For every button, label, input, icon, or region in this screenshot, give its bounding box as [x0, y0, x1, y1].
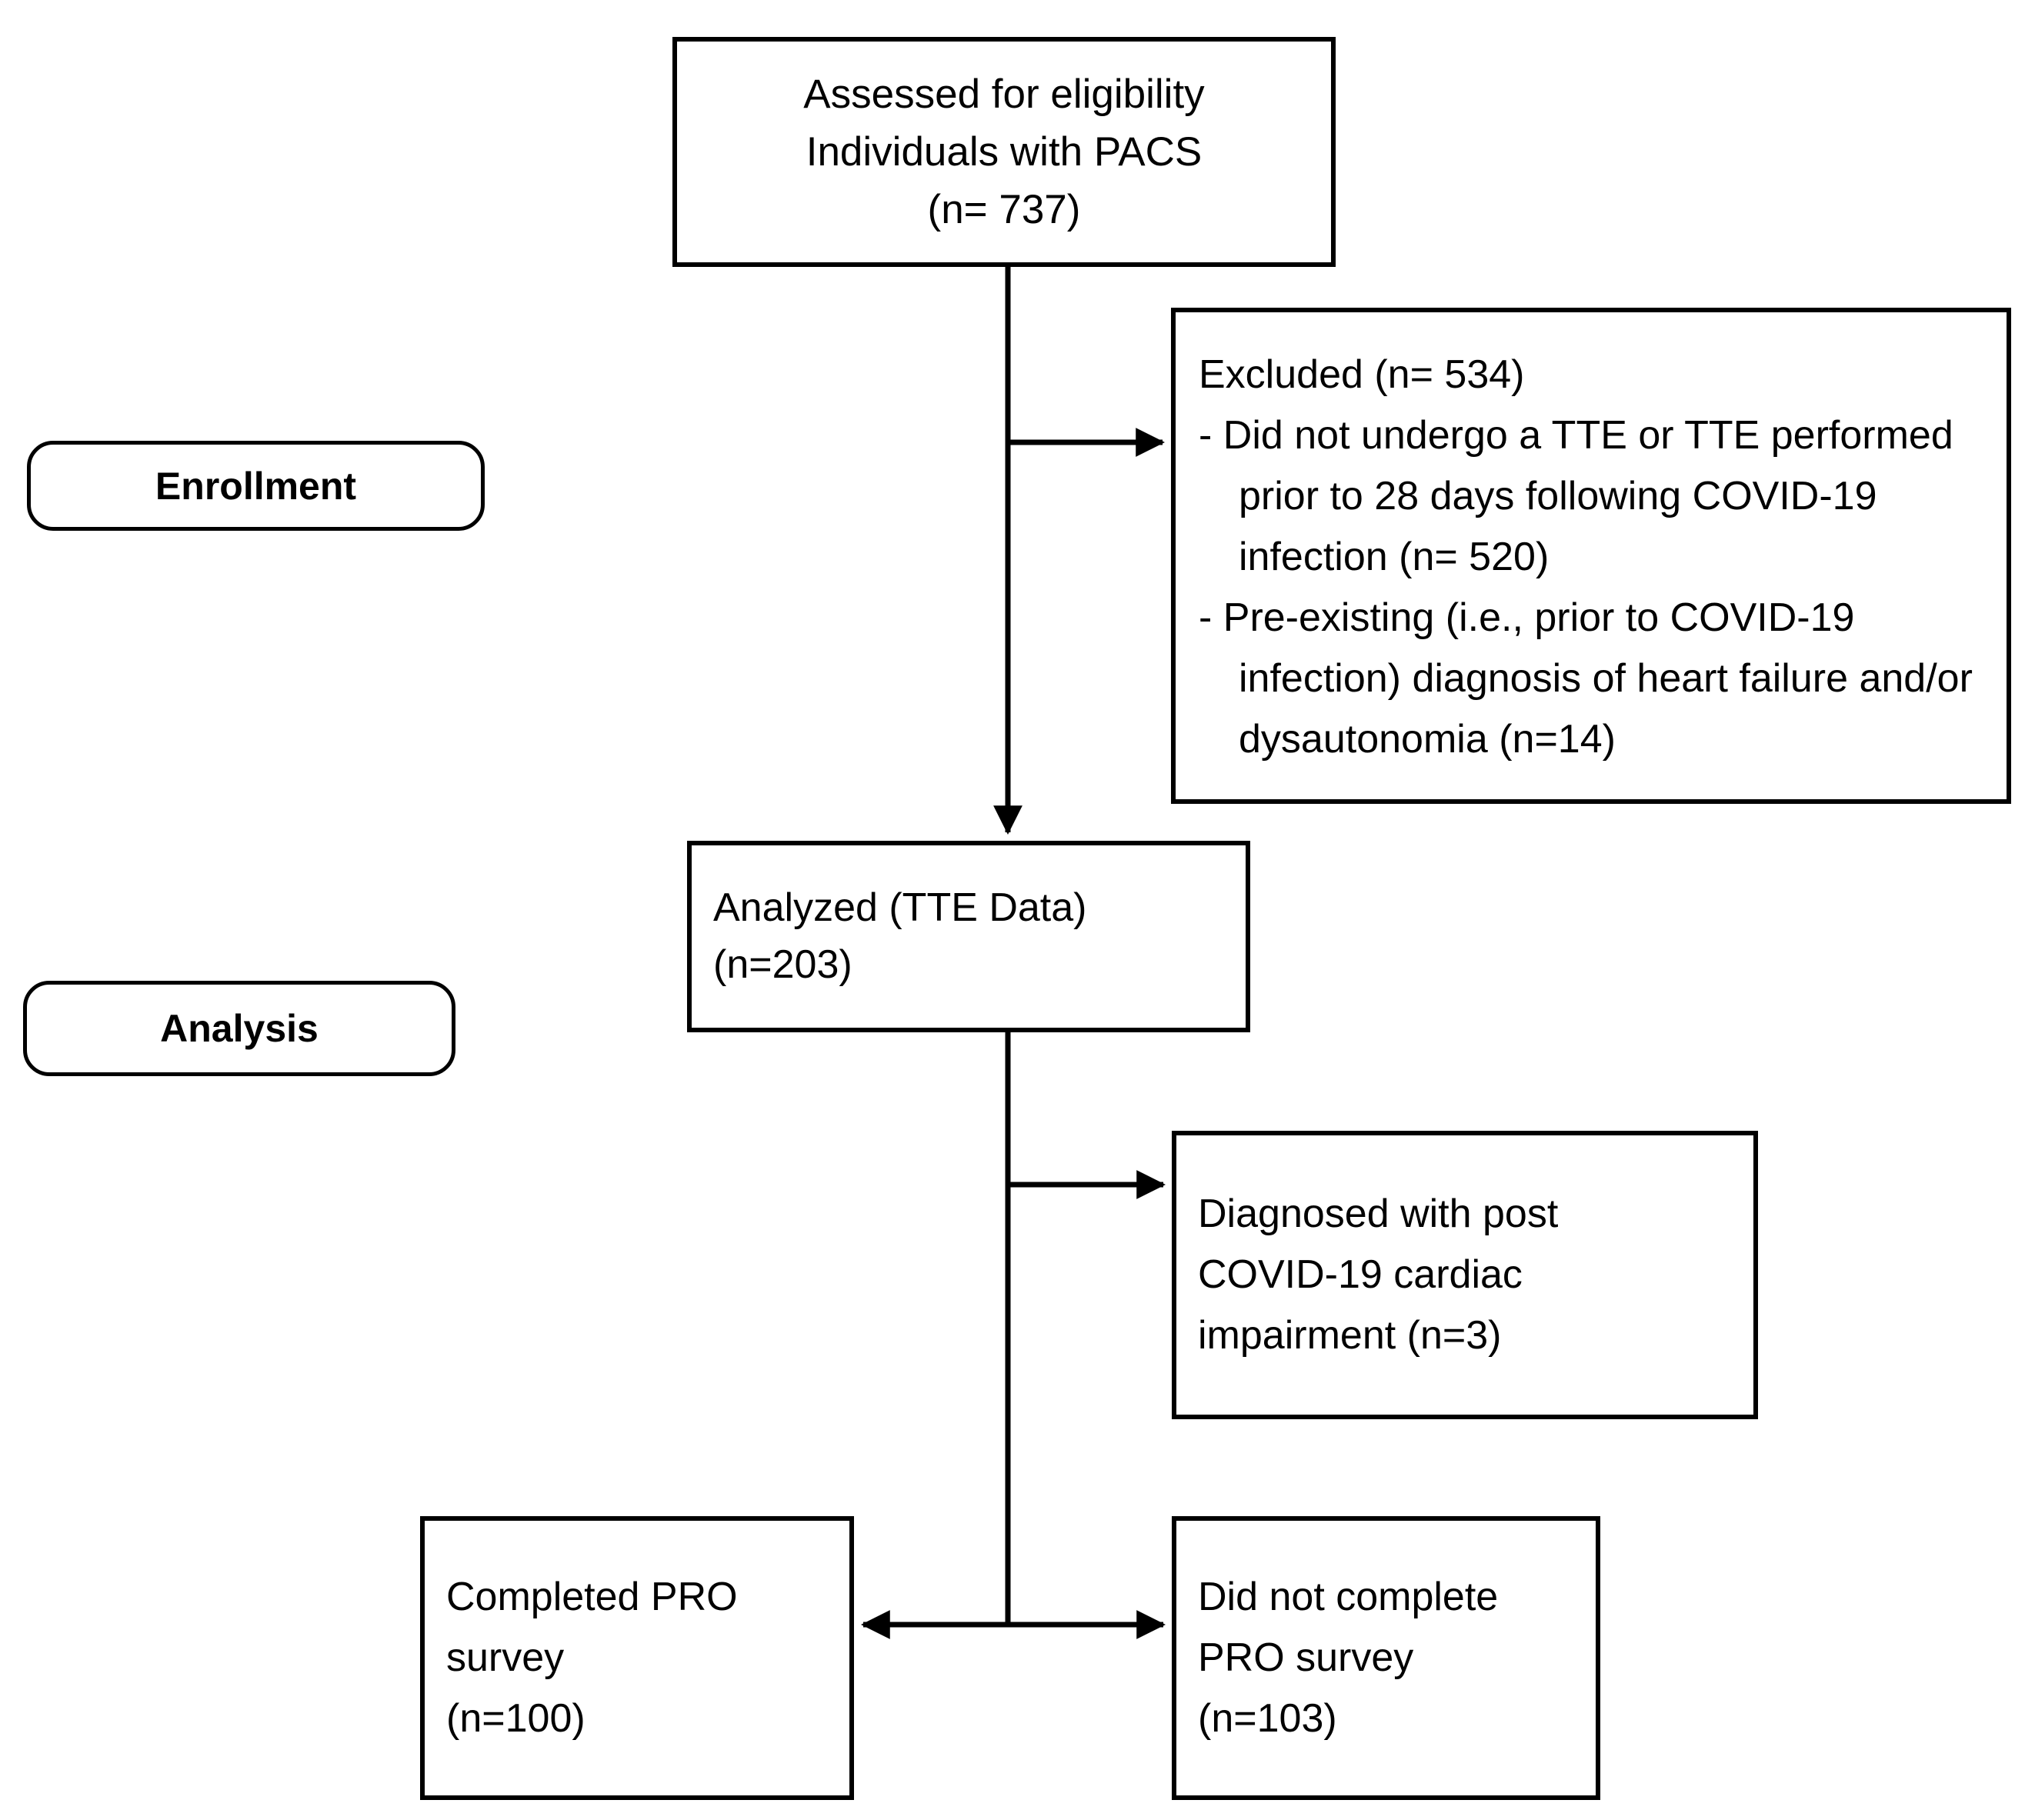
node-diagnosed-line-3: impairment (n=3) — [1198, 1313, 1502, 1358]
stage-label-analysis-text: Analysis — [160, 1007, 319, 1050]
node-diagnosed-text: Diagnosed with post COVID-19 cardiac imp… — [1198, 1184, 1558, 1366]
node-notcompleted-line-3: (n=103) — [1198, 1696, 1337, 1742]
node-excluded-reason-2: - Pre-existing (i.e., prior to COVID-19 … — [1199, 595, 1984, 762]
node-excluded-text: Excluded (n= 534) - Did not undergo a TT… — [1199, 345, 1987, 770]
node-completed-line-1: Completed PRO — [446, 1574, 738, 1619]
stage-label-enrollment: Enrollment — [27, 441, 485, 531]
stage-label-enrollment-text: Enrollment — [155, 464, 357, 508]
node-excluded-heading: Excluded (n= 534) — [1199, 352, 1525, 397]
node-did-not-complete-pro-survey: Did not complete PRO survey (n=103) — [1172, 1516, 1600, 1800]
node-excluded: Excluded (n= 534) - Did not undergo a TT… — [1171, 308, 2011, 804]
node-analyzed-text: Analyzed (TTE Data) (n=203) — [713, 880, 1087, 994]
node-completed-text: Completed PRO survey (n=100) — [446, 1567, 738, 1749]
node-assessed-for-eligibility: Assessed for eligibility Individuals wit… — [672, 37, 1336, 267]
node-assessed-line-1: Assessed for eligibility — [803, 71, 1205, 117]
node-diagnosed-cardiac-impairment: Diagnosed with post COVID-19 cardiac imp… — [1172, 1131, 1758, 1419]
node-notcompleted-line-2: PRO survey — [1198, 1635, 1414, 1680]
node-excluded-reason-1: - Did not undergo a TTE or TTE performed… — [1199, 412, 1965, 579]
node-assessed-text: Assessed for eligibility Individuals wit… — [803, 65, 1204, 239]
node-diagnosed-line-2: COVID-19 cardiac — [1198, 1252, 1523, 1297]
node-completed-line-3: (n=100) — [446, 1696, 585, 1742]
node-completed-line-2: survey — [446, 1635, 565, 1680]
node-notcompleted-line-1: Did not complete — [1198, 1574, 1499, 1619]
node-completed-pro-survey: Completed PRO survey (n=100) — [420, 1516, 854, 1800]
node-analyzed-tte-data: Analyzed (TTE Data) (n=203) — [687, 841, 1250, 1032]
node-analyzed-line-2: (n=203) — [713, 942, 852, 987]
stage-label-analysis: Analysis — [23, 981, 455, 1076]
node-notcompleted-text: Did not complete PRO survey (n=103) — [1198, 1567, 1498, 1749]
node-diagnosed-line-1: Diagnosed with post — [1198, 1191, 1559, 1236]
node-analyzed-line-1: Analyzed (TTE Data) — [713, 885, 1087, 930]
node-assessed-line-2: Individuals with PACS — [806, 128, 1203, 175]
node-assessed-line-3: (n= 737) — [927, 187, 1081, 233]
